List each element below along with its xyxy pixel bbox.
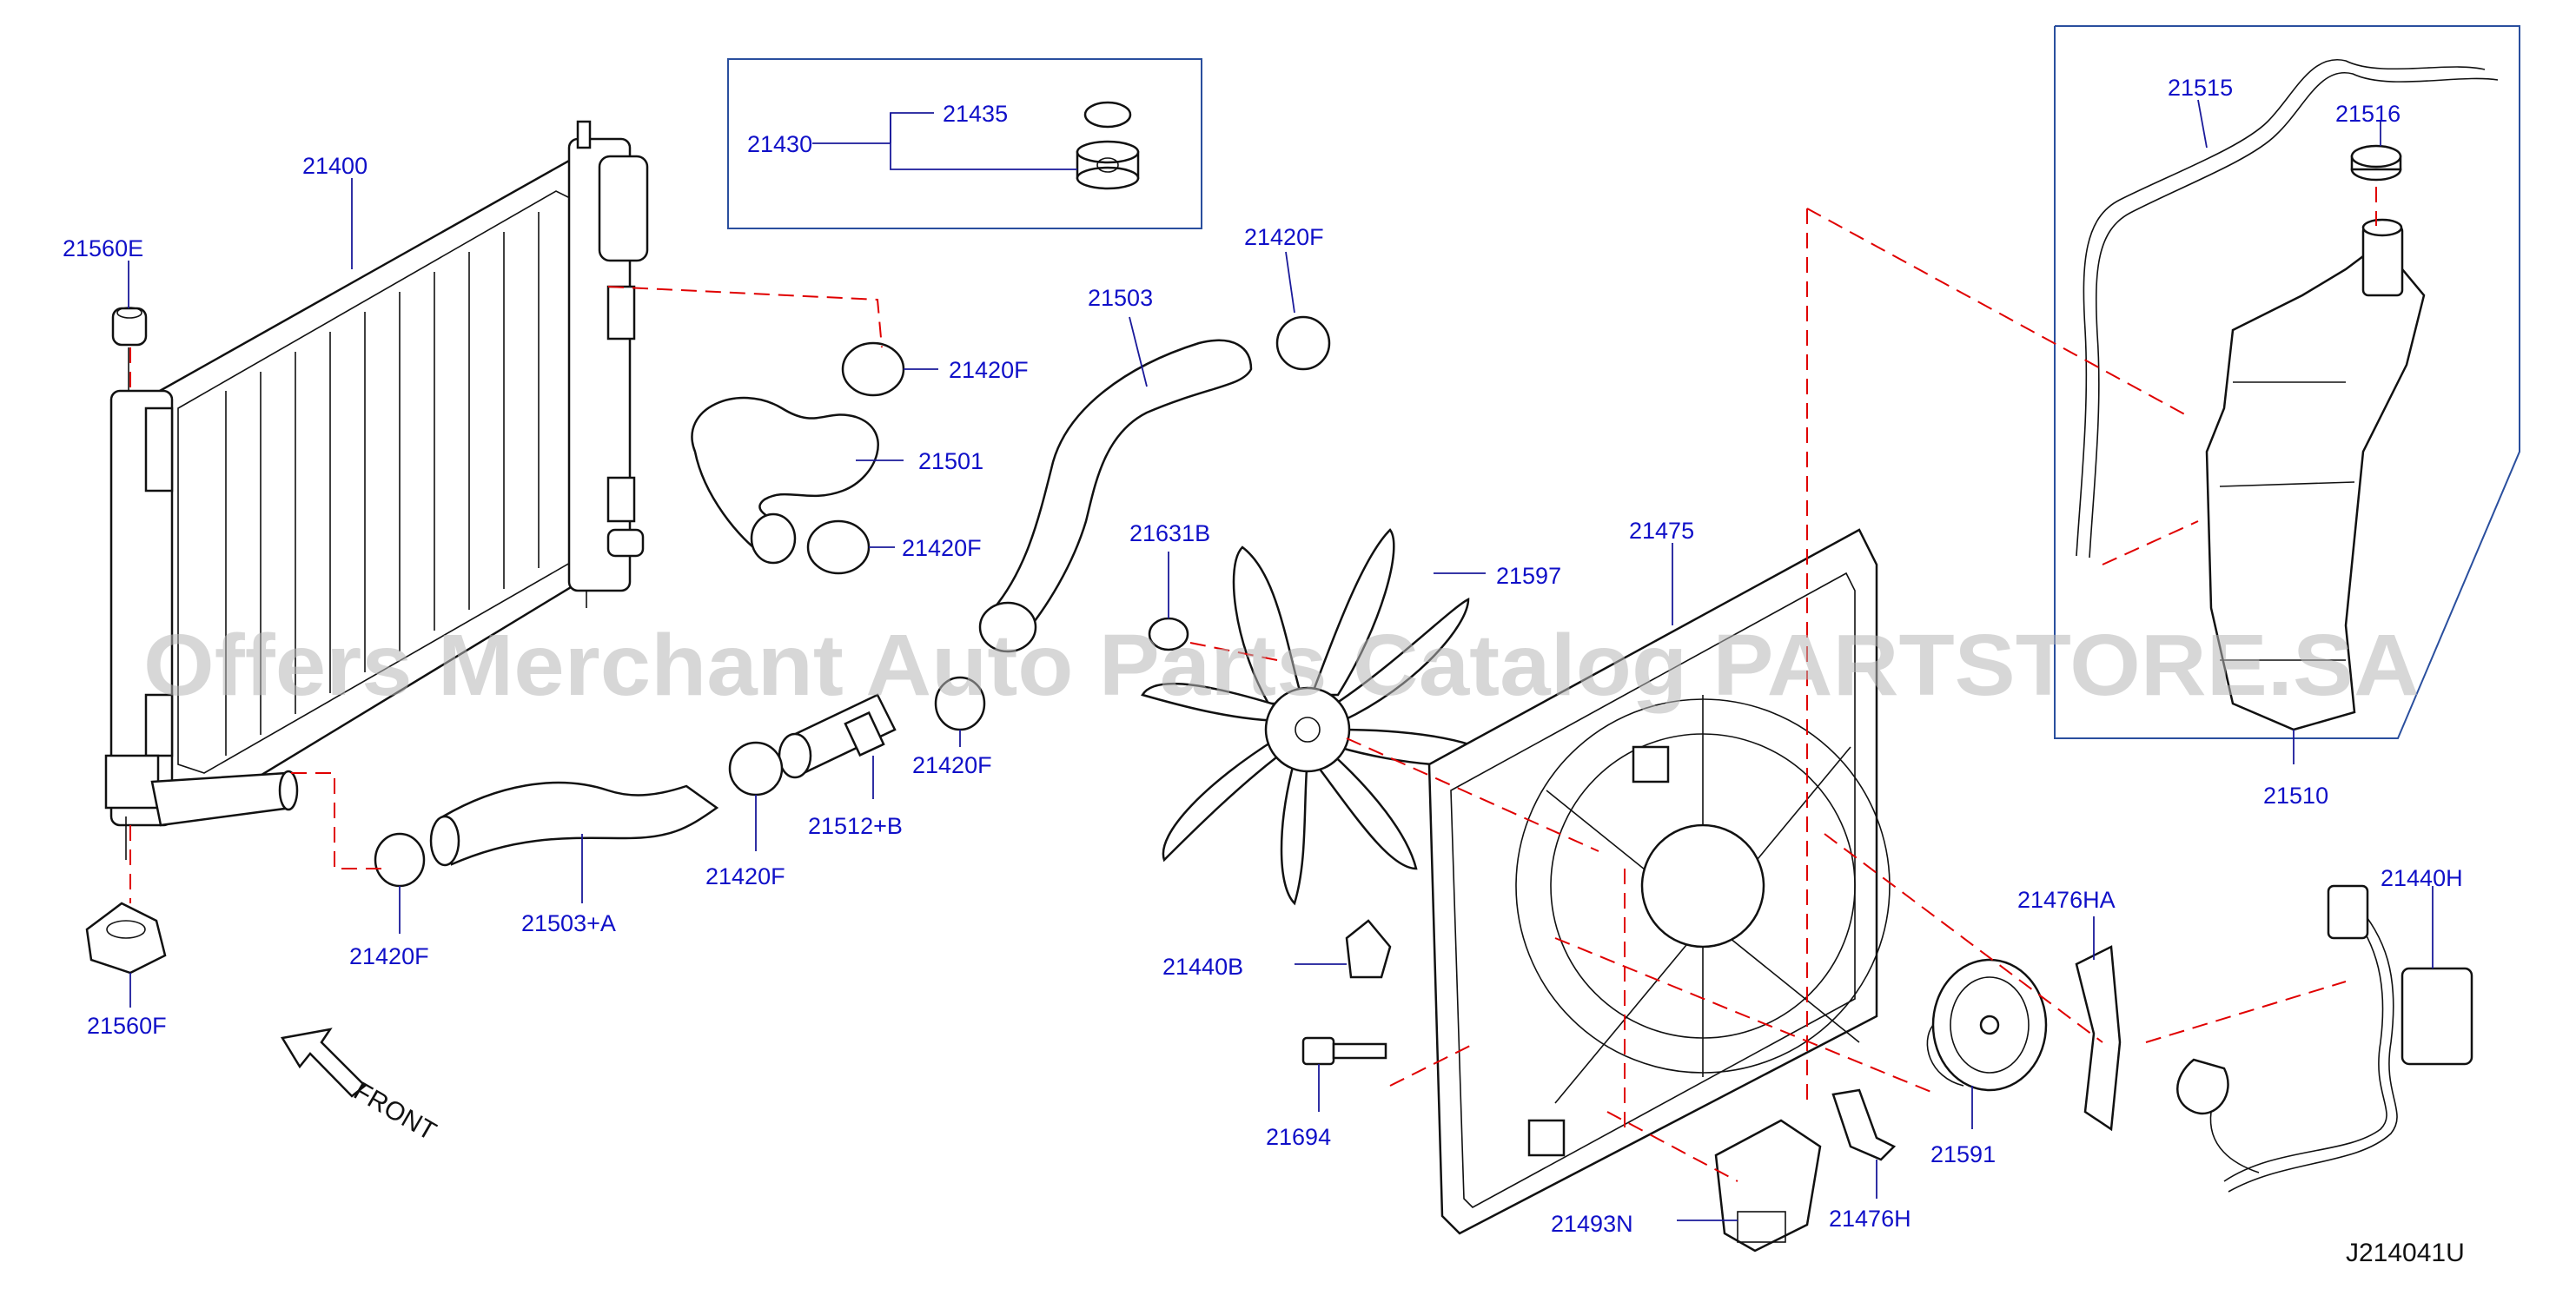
label-21510: 21510 bbox=[2263, 783, 2328, 809]
guide-lines bbox=[129, 187, 2377, 1182]
label-21516: 21516 bbox=[2335, 101, 2401, 127]
lower-hose-upper bbox=[989, 339, 1253, 640]
reservoir-hose bbox=[2076, 58, 2486, 557]
fan-motor bbox=[1926, 958, 2048, 1092]
label-21420f-f: 21420F bbox=[349, 943, 429, 969]
reservoir-cap bbox=[2350, 144, 2402, 182]
label-21420f-e: 21420F bbox=[705, 863, 785, 889]
watermark-text: Offers Merchant Auto Parts Catalog PARTS… bbox=[143, 617, 2420, 714]
label-21560e: 21560E bbox=[63, 235, 143, 261]
fan-shroud bbox=[1427, 528, 1891, 1235]
bolt bbox=[1301, 1036, 1387, 1066]
label-21694: 21694 bbox=[1266, 1124, 1331, 1150]
radiator-cap-parts bbox=[1076, 101, 1140, 190]
label-21597: 21597 bbox=[1496, 563, 1561, 589]
label-21503: 21503 bbox=[1088, 285, 1153, 311]
bracket-h bbox=[1831, 1088, 1897, 1161]
label-21476ha: 21476HA bbox=[2017, 887, 2116, 913]
label-21420f-c: 21420F bbox=[1244, 224, 1324, 250]
label-21475: 21475 bbox=[1629, 518, 1694, 544]
reservoir-tank bbox=[2205, 218, 2426, 731]
label-21435: 21435 bbox=[943, 101, 1008, 127]
label-21430: 21430 bbox=[747, 131, 812, 157]
reservoir-kit-frame bbox=[2054, 25, 2520, 739]
upper-mount-rubber bbox=[111, 307, 148, 347]
label-21420f-b: 21420F bbox=[902, 535, 982, 561]
label-21503a: 21503+A bbox=[521, 910, 616, 936]
diagram-code: J214041U bbox=[2346, 1239, 2465, 1267]
radiator bbox=[104, 120, 649, 860]
lower-hose bbox=[441, 781, 719, 866]
label-21476h: 21476H bbox=[1829, 1206, 1911, 1232]
lower-mount-rubber bbox=[85, 902, 167, 975]
label-21560f: 21560F bbox=[87, 1013, 167, 1039]
wiring-harness bbox=[2176, 884, 2473, 1193]
cap-kit-frame bbox=[727, 58, 1202, 229]
label-21420f-d: 21420F bbox=[912, 752, 992, 778]
label-21515: 21515 bbox=[2168, 75, 2233, 101]
front-label: FRONT bbox=[349, 1076, 441, 1146]
clip-b bbox=[1345, 919, 1392, 979]
label-21440b: 21440B bbox=[1162, 954, 1243, 980]
fan-resistor bbox=[1714, 1119, 1822, 1253]
front-arrow: FRONT bbox=[280, 1028, 441, 1147]
label-21591: 21591 bbox=[1930, 1141, 1996, 1167]
label-21400: 21400 bbox=[302, 153, 368, 179]
label-21493n: 21493N bbox=[1551, 1211, 1633, 1237]
upper-hose-end bbox=[750, 512, 797, 565]
leader-lines bbox=[128, 99, 2434, 1221]
label-21631b: 21631B bbox=[1129, 520, 1210, 546]
label-21420f-a: 21420F bbox=[949, 357, 1029, 383]
label-21501: 21501 bbox=[918, 448, 983, 474]
label-21440h: 21440H bbox=[2381, 865, 2463, 891]
label-21512b: 21512+B bbox=[808, 813, 903, 839]
